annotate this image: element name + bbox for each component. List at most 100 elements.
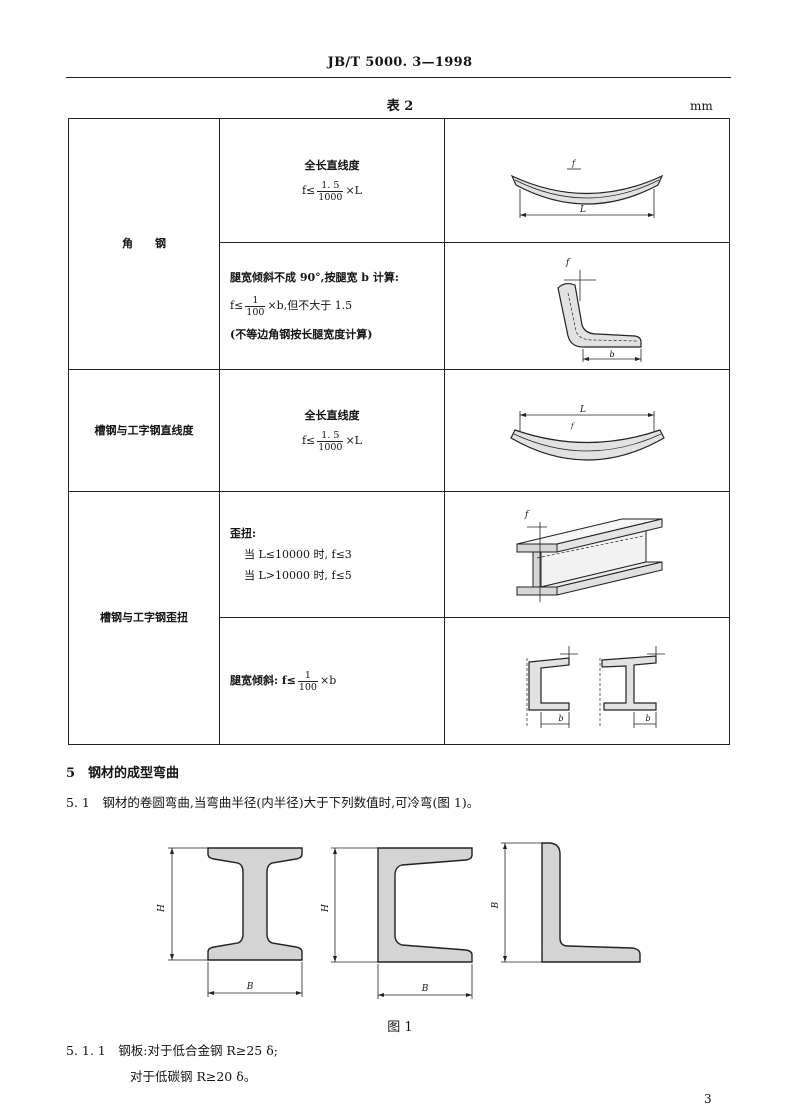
bottom-flange-front-face [516,586,558,596]
header-rule [66,77,731,78]
spec-title: 全长直线度 [304,408,360,422]
angle-straightness-figure: L f [445,119,730,243]
bent-bar-edge [514,179,660,199]
arrow-left [583,357,589,361]
fraction-numerator: 1. 5 [321,429,340,441]
label-H: H [321,904,331,913]
ibeam-3d-diagram: f [516,510,663,602]
label-B: B [491,901,501,909]
table-caption: 表 2 [386,99,414,114]
arrow-down [170,954,174,960]
fraction-denominator: 1000 [317,440,344,453]
fraction-denominator: 100 [245,305,266,318]
formula-prefix: 腿宽倾斜: f≤ [230,674,296,687]
clause-5-1-1-line1: 5. 1. 1 钢板:对于低合金钢 R≥25 δ; [66,1043,278,1058]
channel-twist-label: 槽钢与工字钢歪扭 [100,611,188,624]
channel-straightness-figure: L f [445,370,730,492]
formula-prefix: f≤ [301,434,316,447]
formula-suffix: ×b,但不大于 1.5 [267,299,353,312]
document-code: JB/T 5000. 3—1998 [327,55,473,70]
fraction-numerator: 1. 5 [321,179,340,191]
leg-tilt-formula: 腿宽倾斜: f≤ 1 100 ×b [230,670,336,693]
spec-title: 全长直线度 [304,158,360,172]
arrow-up [170,848,174,854]
leg-tilt-formula: f≤ 1 100 ×b,但不大于 1.5 [230,295,352,318]
curved-beam-edge [513,433,662,452]
arrow-down [333,956,337,962]
bent-bar-diagram: L f [510,159,664,218]
formula-fraction: 1 100 [297,669,318,693]
label-B: B [246,982,254,992]
channel-section [377,847,473,963]
leg-tilt-figure: b b [445,618,730,745]
ibeam-section [207,847,303,961]
formula-prefix: f≤ [230,299,244,312]
bent-bar-shape [510,174,664,205]
formula-fraction: 1. 5 1000 [317,179,344,203]
channel-straightness-spec: 全长直线度 f≤ 1. 5 1000 ×L [220,370,445,492]
twist-spec: 歪扭: 当 L≤10000 时, f≤3 当 L>10000 时, f≤5 [220,492,445,618]
formula-suffix: ×L [345,434,362,447]
twist-title: 歪扭: [230,526,257,540]
fraction-numerator: 1 [304,669,311,681]
curved-beam-shape [510,429,665,461]
label-f: f [524,510,530,520]
angle-steel-label: 角 钢 [122,237,166,250]
label-L: L [579,205,586,215]
label-f: f [565,258,571,268]
fraction-numerator: 1 [252,294,259,306]
row-label-angle-steel: 角 钢 [69,119,220,370]
table-unit: mm [690,99,713,113]
label-b: b [558,714,563,723]
figure-1-sections: H B H B B [157,842,641,999]
label-B: B [421,984,429,994]
arrow-left [520,413,526,417]
angle-leg-tilt-spec: 腿宽倾斜不成 90°,按腿宽 b 计算: f≤ 1 100 ×b,但不大于 1.… [220,243,445,370]
arrow-up [503,843,507,849]
section-tilt-diagram: b b [526,646,665,728]
clause-5-1-1-line2: 对于低碳钢 R≥20 δ。 [130,1069,257,1084]
leg-tilt-line1: 腿宽倾斜不成 90°,按腿宽 b 计算: [230,270,399,284]
arrow-right [296,991,302,995]
top-flange-front-face [516,543,558,553]
ibeam-section-shape [601,655,657,711]
arrow-left [208,991,214,995]
label-b: b [609,350,614,359]
row-label-channel-twist: 槽钢与工字钢歪扭 [69,492,220,745]
formula-fraction: 1. 5 1000 [317,429,344,453]
leg-tilt-note: (不等边角钢按长腿宽度计算) [230,327,373,341]
formula-suffix: ×L [345,184,362,197]
angle-section [541,842,641,963]
angle-section-shape [557,282,642,348]
fraction-denominator: 1000 [317,190,344,203]
arrow-down [503,956,507,962]
formula-suffix: ×b [319,674,337,687]
tolerance-table: 角 钢 全长直线度 f≤ 1. 5 1000 ×L L f 腿宽 [68,118,730,745]
arrow-right [466,993,472,997]
angle-straightness-spec: 全长直线度 f≤ 1. 5 1000 ×L [220,119,445,243]
row-label-channel-straightness: 槽钢与工字钢直线度 [69,370,220,492]
fraction-denominator: 100 [297,680,318,693]
straightness-formula: f≤ 1. 5 1000 ×L [302,430,362,453]
arrow-left [520,213,526,217]
arrow-left [378,993,384,997]
arrow-up [333,848,337,854]
label-H: H [157,904,167,913]
twist-condition-2: 当 L>10000 时, f≤5 [244,568,352,582]
twist-figure: f [445,492,730,618]
formula-fraction: 1 100 [245,294,266,318]
label-f: f [570,422,575,430]
section-heading: 5 钢材的成型弯曲 [66,766,180,781]
reference-dashed-line [567,292,638,342]
arrow-right [648,213,654,217]
straightness-formula: f≤ 1. 5 1000 ×L [302,180,362,203]
formula-prefix: f≤ [301,184,316,197]
channel-section-shape [528,657,570,711]
arrow-right [635,357,641,361]
curved-beam-diagram: L f [510,405,665,461]
label-b: b [645,714,650,723]
twist-dashed-line [536,535,644,559]
channel-straightness-label: 槽钢与工字钢直线度 [94,423,194,437]
angle-section-diagram: f b [557,258,642,362]
figure-caption: 图 1 [387,1020,413,1035]
